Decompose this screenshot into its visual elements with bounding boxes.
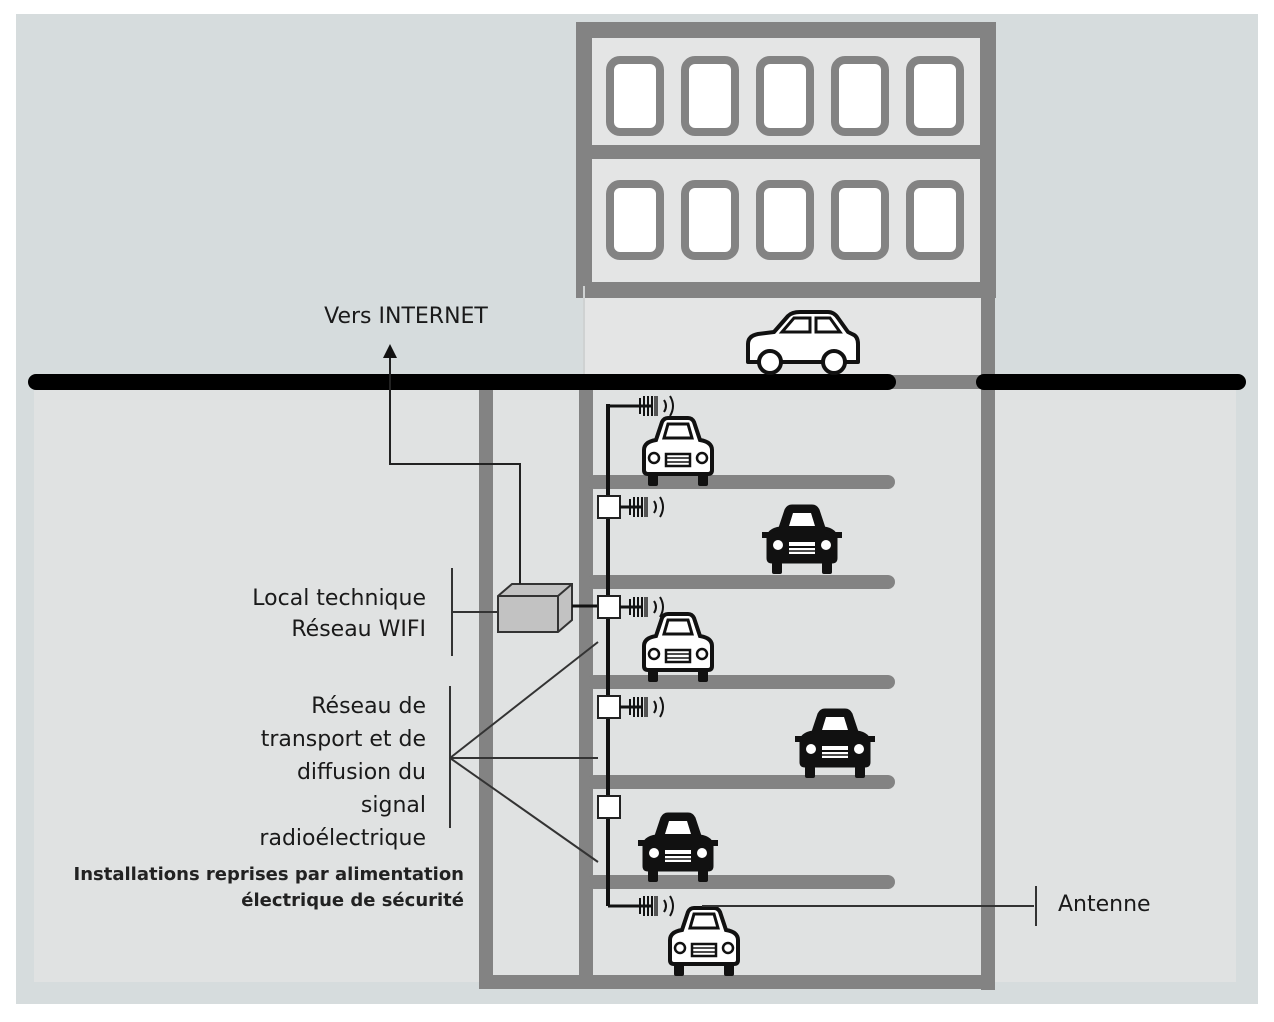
windows-row-bottom <box>606 180 964 260</box>
label-leaders <box>449 568 1037 926</box>
transport-network-label-line: Réseau de <box>311 694 426 719</box>
internet-arrow-icon <box>383 344 397 358</box>
car-side-icon <box>746 310 860 375</box>
antenna-icons <box>608 394 675 918</box>
floor-slabs <box>587 475 895 889</box>
transport-network-label: Réseau de transport et de diffusion du s… <box>200 690 426 855</box>
transport-network-label-line: diffusion du <box>296 760 426 785</box>
safety-power-label-line: électrique de sécurité <box>241 890 464 912</box>
technical-room-box <box>497 583 573 633</box>
technical-room-label: Local technique Réseau WIFI <box>200 584 426 646</box>
transport-network-label-line: transport et de <box>260 727 426 752</box>
transport-network-label-line: signal <box>360 793 426 818</box>
safety-power-label: Installations reprises par alimentation … <box>60 862 464 914</box>
safety-power-label-line: Installations reprises par alimentation <box>73 864 464 885</box>
internet-label: Vers INTERNET <box>324 304 488 329</box>
windows-row-top <box>606 56 964 136</box>
internet-link <box>389 356 521 584</box>
transport-network-label-line: radioélectrique <box>259 826 426 851</box>
technical-room-label-line: Local technique <box>252 586 426 611</box>
antenna-label: Antenne <box>1058 892 1151 917</box>
technical-room-label-line: Réseau WIFI <box>291 616 426 642</box>
